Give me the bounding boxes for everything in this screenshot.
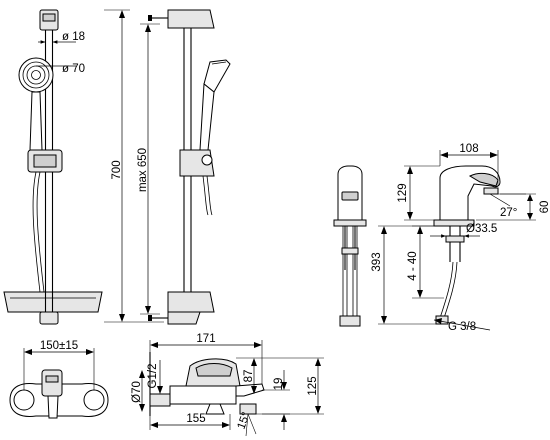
aerator-height-label: 60 xyxy=(539,201,550,214)
dimension-outlet-height: 19 xyxy=(256,370,290,430)
spout-height-label: 129 xyxy=(397,183,409,202)
dimension-handshower-diameter: ø 70 xyxy=(36,63,85,75)
hole-diameter-label: Ø33.5 xyxy=(466,223,497,235)
wall-centers-label: 150±15 xyxy=(40,340,78,352)
wall-mixer-front-view xyxy=(9,369,109,419)
spout-angle-wall-label: 15° xyxy=(236,411,253,431)
dimension-rail-overall: 700 xyxy=(104,9,164,323)
dimension-spout-height: 129 xyxy=(397,165,440,221)
total-height-label: 393 xyxy=(371,252,383,271)
dimension-escutcheon-diameter: Ø70 xyxy=(131,370,145,412)
body-height-label: 87 xyxy=(243,370,255,383)
dimension-total-height: 393 xyxy=(371,225,436,325)
dimension-rail-diameter: ø 18 xyxy=(38,31,85,48)
dimension-spout-reach: 108 xyxy=(439,143,499,186)
shower-rail-side-view xyxy=(148,9,231,325)
spout-reach-label: 108 xyxy=(459,143,478,155)
rail-diameter-label: ø 18 xyxy=(62,31,85,43)
dimension-spout-angle: 27° xyxy=(489,193,526,219)
dimension-hole-diameter: Ø33.5 xyxy=(430,223,497,238)
dimension-wall-depth: 171 xyxy=(149,333,263,384)
wall-depth-label: 171 xyxy=(196,333,215,345)
deck-thickness-label: 4 - 40 xyxy=(407,251,419,280)
dimension-spout-projection: 155 xyxy=(149,413,231,430)
dimension-overall-depth: 125 xyxy=(262,357,324,415)
dimension-deck-thickness: 4 - 40 xyxy=(407,225,444,299)
shower-rail-front-view xyxy=(3,9,103,325)
dimension-aerator-height: 60 xyxy=(476,193,550,221)
dimension-body-height: 87 xyxy=(236,357,262,394)
handshower-diameter-label: ø 70 xyxy=(62,63,85,75)
basin-mixer-front-view xyxy=(333,165,367,327)
rail-overall-label: 700 xyxy=(111,160,123,179)
hose-thread-label: G 3/8 xyxy=(448,321,476,333)
dimension-connection-thread: G1/2 xyxy=(147,360,168,395)
escutcheon-diameter-label: Ø70 xyxy=(131,381,143,403)
dimension-spout-angle-wall: 15° xyxy=(236,411,257,437)
spout-angle-label: 27° xyxy=(500,207,517,219)
outlet-height-label: 19 xyxy=(273,378,285,391)
wall-mixer-side-view xyxy=(149,352,265,416)
dimension-rail-adjustable: max 650 xyxy=(137,23,160,315)
connection-thread-label: G1/2 xyxy=(147,364,159,389)
rail-adjustable-label: max 650 xyxy=(137,148,149,192)
overall-depth-label: 125 xyxy=(307,376,319,395)
dimension-hose-thread: G 3/8 xyxy=(433,318,491,333)
spout-projection-label: 155 xyxy=(186,413,205,425)
basin-mixer-side-view xyxy=(433,165,501,325)
dimension-wall-centers: 150±15 xyxy=(23,340,95,390)
